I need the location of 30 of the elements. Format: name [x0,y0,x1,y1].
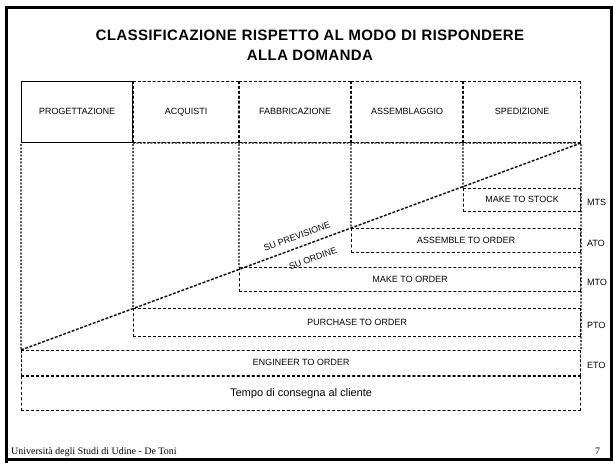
box-label: ASSEMBLAGGIO [370,106,444,118]
process-box [239,267,581,292]
process-box [463,188,581,212]
page-number: 7 [595,447,600,457]
code-label: ATO [587,238,605,248]
process-box [21,350,581,376]
box-label: SPEDIZIONE [494,106,550,118]
box-label: ASSEMBLE TO ORDER [416,234,516,246]
code-label: ETO [587,361,606,370]
box-label: PROGETTAZIONE [38,106,116,118]
box-label: FABBRICAZIONE [258,106,331,118]
code-label: MTO [587,278,607,286]
process-box [133,308,581,337]
process-box [239,81,351,143]
title: CLASSIFICAZIONE RISPETTO AL MODO DI RISPONDERE ALLA DOMANDA [94,26,526,66]
box-label: MAKE TO ORDER [372,274,448,286]
footer-text: Università degli Studi di Udine - De Toni [11,447,176,457]
process-box [21,376,581,411]
code-label: PTO [587,320,606,330]
process-box [463,81,581,143]
box-label: ACQUISTI [164,106,208,118]
box-label: ENGINEER TO ORDER [252,357,350,369]
code-label: MTS [587,198,606,207]
process-box [351,228,581,253]
box-label: PURCHASE TO ORDER [307,316,407,328]
process-box [21,81,133,143]
process-box [351,81,463,143]
box-label: MAKE TO STOCK [485,194,559,206]
process-box [133,81,239,143]
box-label: Tempo di consegna al cliente [230,386,372,400]
